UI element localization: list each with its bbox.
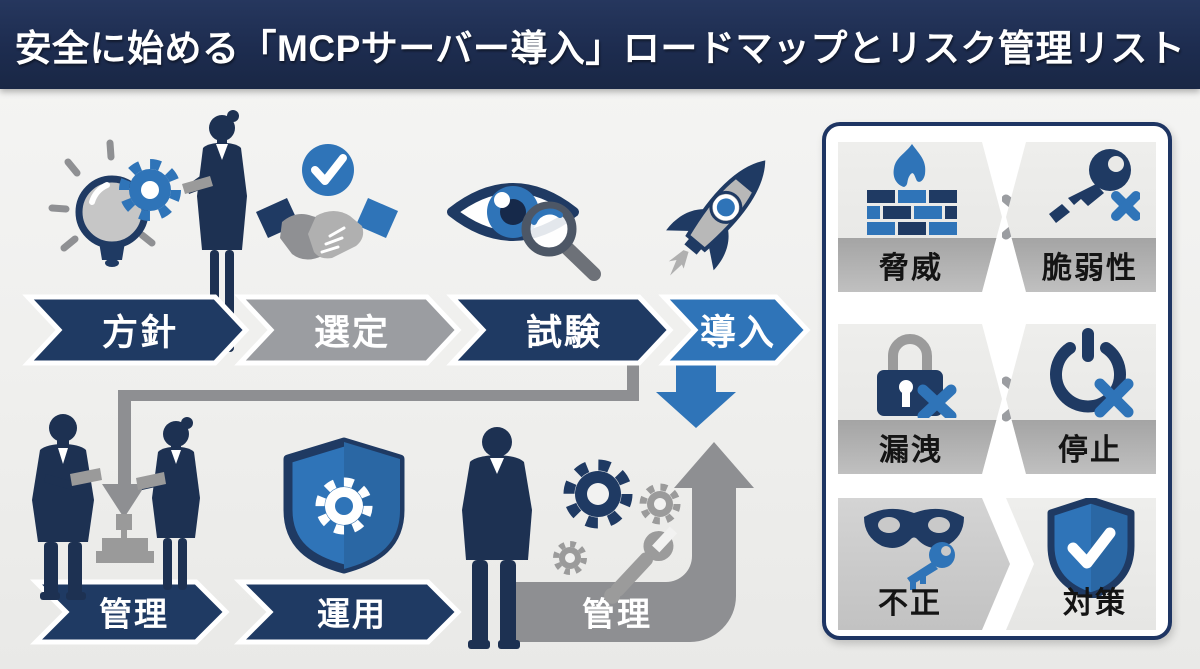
risk-label-vulnerability: 脆弱性 <box>1042 252 1138 285</box>
handshake-check-icon <box>256 144 398 260</box>
risk-label-countermeasure: 対策 <box>1063 587 1127 620</box>
risk-label-countermeasure-wrap: 対策 <box>1006 578 1156 622</box>
power-off-icon <box>1050 328 1134 418</box>
tablet-icon <box>182 176 213 194</box>
magnifier-icon <box>521 201 601 281</box>
step-policy <box>22 294 250 366</box>
gears-wrench-icon <box>553 459 681 604</box>
return-up-arrow: 管理 <box>505 442 754 642</box>
risk-card-leak: 漏洩 <box>838 324 1002 474</box>
page-title: 安全に始める「MCPサーバー導入」ロードマップとリスク管理リスト <box>14 27 1186 69</box>
risk-label-leak: 漏洩 <box>879 434 943 467</box>
header-bar: 安全に始める「MCPサーバー導入」ロードマップとリスク管理リスト <box>0 0 1200 89</box>
risk-label-vulnerability-band: 脆弱性 <box>1006 238 1156 292</box>
firewall-flame-icon <box>865 144 961 236</box>
rocket-icon <box>666 160 766 276</box>
risk-card-stop: 停止 <box>1006 324 1156 474</box>
roadmap-flow: 管理 方針 選定 試験 導入 <box>22 110 811 649</box>
step-deployment <box>658 294 811 366</box>
step-selection <box>234 294 462 366</box>
step-deployment-label: 導入 <box>700 312 776 353</box>
risk-panel: 脅威 <box>822 122 1172 640</box>
risk-label-fraud: 不正 <box>878 587 942 620</box>
tablet-icon <box>136 472 166 490</box>
risk-card-threat: 脅威 <box>838 142 1002 292</box>
risk-card-fraud: 不正 <box>838 498 1010 630</box>
businessman-tablet-silhouette <box>32 414 102 600</box>
risk-label-threat: 脅威 <box>879 252 943 285</box>
eye-magnifier-icon <box>447 183 601 281</box>
risk-label-stop: 停止 <box>1058 434 1122 467</box>
risk-card-countermeasure: 対策 <box>1006 498 1156 630</box>
shield-check-icon <box>1047 498 1135 598</box>
risk-label-leak-band: 漏洩 <box>838 420 1002 474</box>
businesswoman-tablet-silhouette <box>136 417 200 590</box>
step-policy-label: 方針 <box>102 312 178 353</box>
tablet-icon <box>70 468 102 486</box>
risk-card-vulnerability: 脆弱性 <box>1006 142 1156 292</box>
feedback-line-arrow <box>102 360 639 518</box>
risk-label-threat-band: 脅威 <box>838 238 1002 292</box>
thief-mask-key-icon <box>858 501 970 593</box>
risk-row-threat-vulnerability: 脅威 <box>826 142 1168 292</box>
businesswoman-silhouette <box>182 110 247 352</box>
step-testing-label: 試験 <box>526 312 602 353</box>
step-operation <box>233 579 462 645</box>
risk-row-fraud-countermeasure: 不正 対策 <box>826 498 1168 630</box>
risk-label-stop-band: 停止 <box>1006 420 1156 474</box>
broken-key-icon <box>1049 149 1140 223</box>
risk-row-leak-stop: 漏洩 停止 <box>826 324 1168 474</box>
step-management-label: 管理 <box>99 596 169 633</box>
step-selection-label: 選定 <box>314 312 390 353</box>
businessman-silhouette <box>462 427 532 649</box>
wrench-icon <box>604 526 678 604</box>
shield-gear-icon <box>283 437 405 574</box>
risk-label-fraud-wrap: 不正 <box>838 578 1010 622</box>
step-operation-label: 運用 <box>317 596 387 633</box>
locked-padlock-icon <box>863 326 963 418</box>
check-circle-icon <box>302 144 354 196</box>
step-testing <box>446 294 674 366</box>
lightbulb-gear-icon <box>48 139 181 267</box>
stamp-icon <box>96 514 154 563</box>
